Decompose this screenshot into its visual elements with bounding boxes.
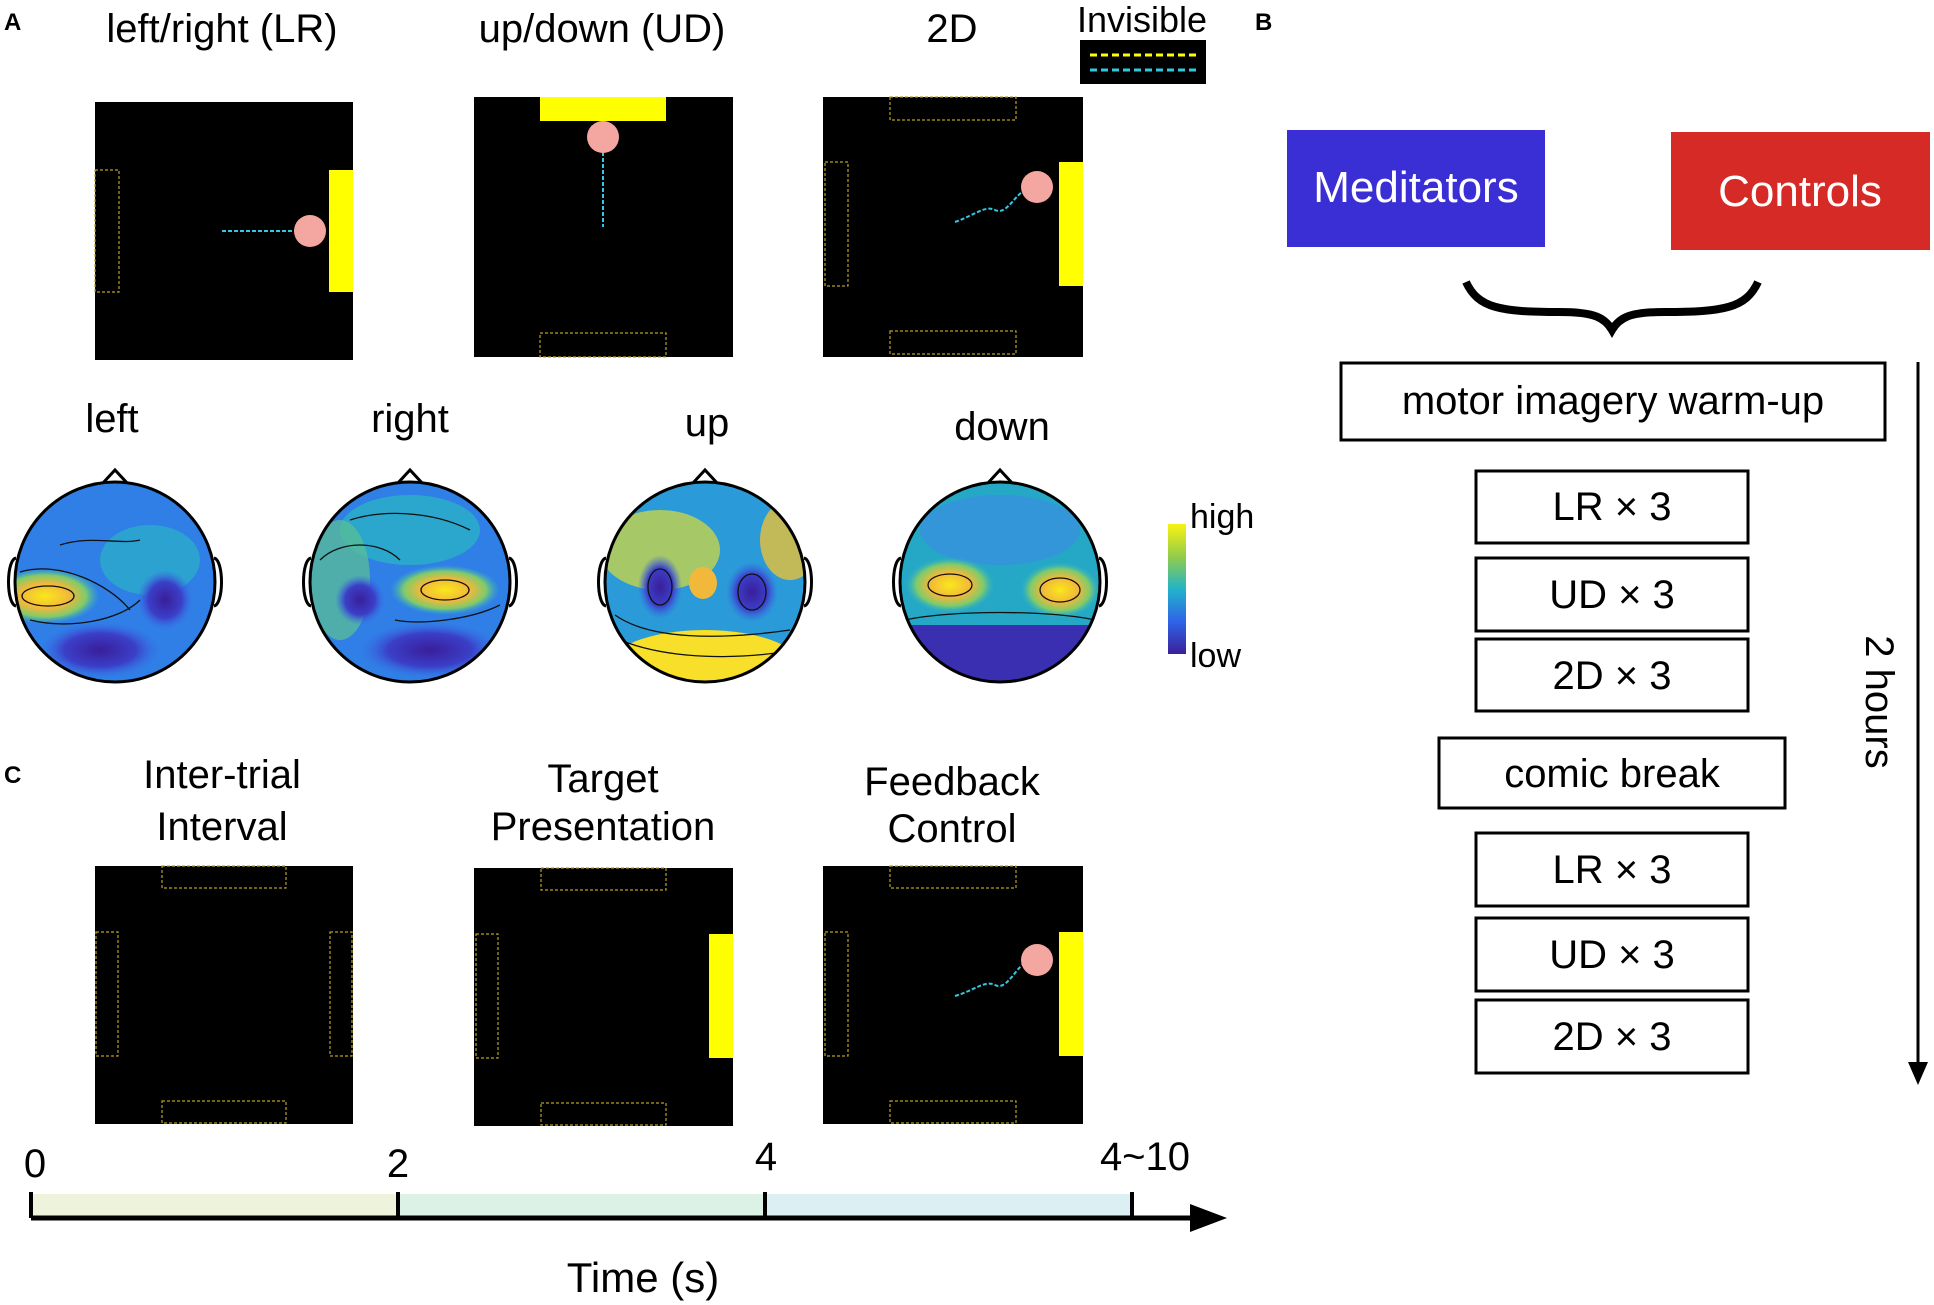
comic-break-box (1437, 736, 1787, 810)
tick-label-2: 2 (387, 1142, 409, 1186)
group-brace (1462, 280, 1762, 338)
invisible-target-left (824, 161, 849, 287)
tick-label-4: 4 (755, 1135, 777, 1179)
tick-label-0: 0 (24, 1142, 46, 1186)
topo-map-right (302, 467, 518, 684)
phase-title-tp-line1: Target (547, 757, 658, 801)
meditators-label: Meditators (1313, 163, 1518, 212)
lr-block-1 (1474, 469, 1750, 545)
phase-bar-feedback-control (765, 1194, 1131, 1217)
lr-block-2-label: LR × 3 (1553, 848, 1672, 892)
duration-label: 2 hours (1857, 635, 1901, 768)
2d-block-2-label: 2D × 3 (1553, 1015, 1672, 1059)
tick-label-end: 4~10 (1100, 1135, 1190, 1179)
phase-title-fc-line1: Feedback (864, 760, 1041, 804)
cursor-trail (954, 964, 1023, 997)
topo-title-right: right (371, 397, 449, 441)
invisible-target-top (161, 865, 287, 889)
invisible-target-bottom (540, 1102, 667, 1126)
2d-block-2 (1474, 998, 1750, 1075)
controls-label: Controls (1718, 167, 1882, 216)
invisible-target-left (95, 931, 119, 1057)
visible-target-top (540, 97, 666, 121)
2d-task-screen (823, 96, 1083, 357)
comic-break-label: comic break (1504, 752, 1721, 796)
ud-block-1 (1474, 556, 1750, 633)
legend-invisible-label: Invisible (1077, 0, 1207, 40)
duration-arrow (1908, 362, 1928, 1085)
colorbar-low-label: low (1190, 637, 1241, 675)
phase-title-fc-line2: Control (888, 807, 1017, 851)
phase-title-iti-line2: Interval (156, 805, 287, 849)
cursor-ball (294, 215, 326, 247)
topo-map-up (597, 467, 813, 684)
protocol-steps: motor imagery warm-up LR × 3 UD × 3 2D ×… (1339, 361, 1887, 1075)
visible-target-right (329, 170, 353, 292)
topo-title-left: left (85, 397, 138, 441)
invisible-target-bottom (889, 1100, 1017, 1124)
topo-title-down: down (954, 405, 1050, 449)
phase-title-iti-line1: Inter-trial (143, 753, 301, 797)
controls-box (1671, 132, 1930, 250)
invisible-target-bottom (161, 1100, 287, 1124)
time-axis (29, 1192, 1227, 1232)
phase-title-tp-line2: Presentation (491, 805, 716, 849)
invisible-target-top (889, 96, 1017, 121)
iti-screen (95, 865, 353, 1124)
task-title-ud: up/down (UD) (479, 7, 726, 51)
time-axis-label: Time (s) (567, 1254, 719, 1301)
legend-invisible-box (1080, 40, 1206, 84)
cursor-ball (1021, 171, 1053, 203)
topo-title-up: up (685, 401, 730, 445)
cursor-trail (954, 191, 1023, 223)
colorbar-high-label: high (1190, 498, 1254, 536)
invisible-target-left (94, 169, 120, 293)
invisible-target-right (329, 931, 353, 1057)
lr-block-2 (1474, 831, 1750, 908)
visible-target-right (1059, 162, 1083, 286)
phase-bar-target-presentation (398, 1194, 764, 1217)
warmup-label: motor imagery warm-up (1402, 379, 1824, 423)
panel-label-c: C (4, 762, 21, 789)
time-axis-arrow (1190, 1204, 1227, 1232)
panel-label-b: B (1255, 9, 1272, 36)
ud-block-2-label: UD × 3 (1549, 933, 1675, 977)
invisible-target-bottom (539, 332, 667, 358)
lr-block-1-label: LR × 3 (1553, 485, 1672, 529)
target-presentation-screen (474, 867, 733, 1126)
invisible-target-top (540, 867, 667, 891)
2d-block-1 (1474, 637, 1750, 713)
invisible-target-left (824, 931, 849, 1057)
visible-target-right (1059, 932, 1083, 1056)
ud-task-screen (474, 97, 733, 358)
task-title-lr: left/right (LR) (106, 7, 337, 51)
ud-block-2 (1474, 916, 1750, 993)
lr-task-screen (94, 102, 353, 360)
cursor-ball (587, 121, 619, 153)
warmup-box (1339, 361, 1887, 442)
ud-block-1-label: UD × 3 (1549, 573, 1675, 617)
2d-block-1-label: 2D × 3 (1553, 654, 1672, 698)
topo-map-down (892, 467, 1108, 684)
colorbar (1168, 524, 1186, 654)
task-title-2d: 2D (926, 7, 977, 51)
phase-bar-iti (31, 1194, 397, 1217)
invisible-target-bottom (889, 330, 1017, 355)
invisible-target-top (889, 865, 1017, 889)
topo-map-left (7, 467, 223, 684)
meditators-box (1287, 130, 1545, 247)
visible-target-right (709, 934, 733, 1058)
invisible-target-left (475, 933, 499, 1059)
feedback-control-screen (823, 865, 1083, 1124)
panel-label-a: A (4, 9, 21, 36)
cursor-ball (1021, 944, 1053, 976)
